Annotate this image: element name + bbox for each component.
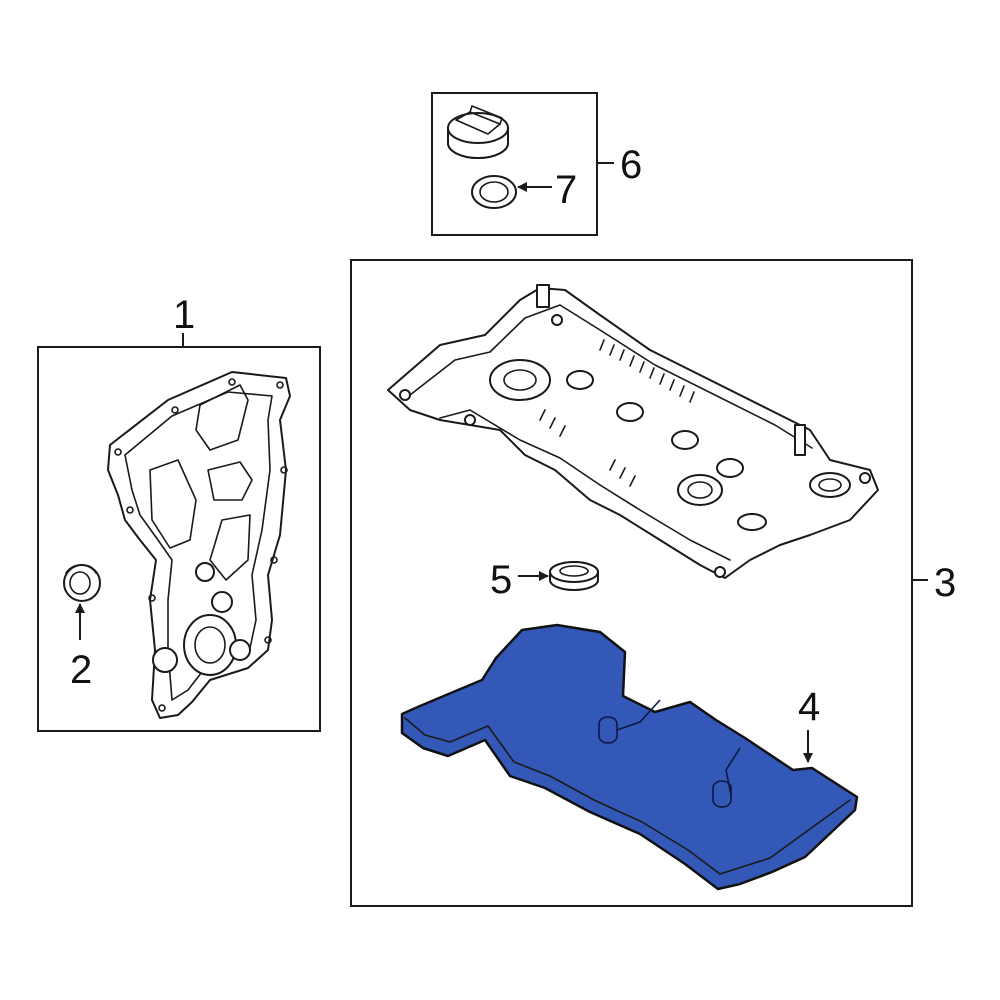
callout-6: 6: [620, 143, 642, 187]
callout-1: 1: [173, 293, 195, 337]
callout-3: 3: [934, 561, 956, 605]
group-timing-cover: 1: [37, 293, 321, 732]
callout-5: 5: [490, 558, 512, 602]
timing-cover-group-box: [37, 346, 321, 732]
valve-cover-group-box: [350, 259, 913, 907]
timing-cover-drawing: [107, 371, 291, 719]
group-valve-cover: 3: [350, 259, 956, 907]
seal-drawing: [63, 564, 101, 602]
callout-2: 2: [70, 648, 92, 692]
callout-4: 4: [798, 685, 820, 729]
gasket-shape: [400, 623, 859, 891]
spark-plug-seal-drawing: [549, 561, 599, 591]
valve-cover-gasket-drawing: [400, 623, 859, 891]
valve-cover-drawing: [387, 284, 879, 579]
cap-o-ring-drawing: [471, 175, 517, 209]
group-oil-cap: 7 6: [431, 92, 642, 236]
callout-7: 7: [555, 168, 577, 212]
oil-cap-group-box: [431, 92, 598, 236]
oil-filler-cap-drawing: [447, 105, 509, 159]
